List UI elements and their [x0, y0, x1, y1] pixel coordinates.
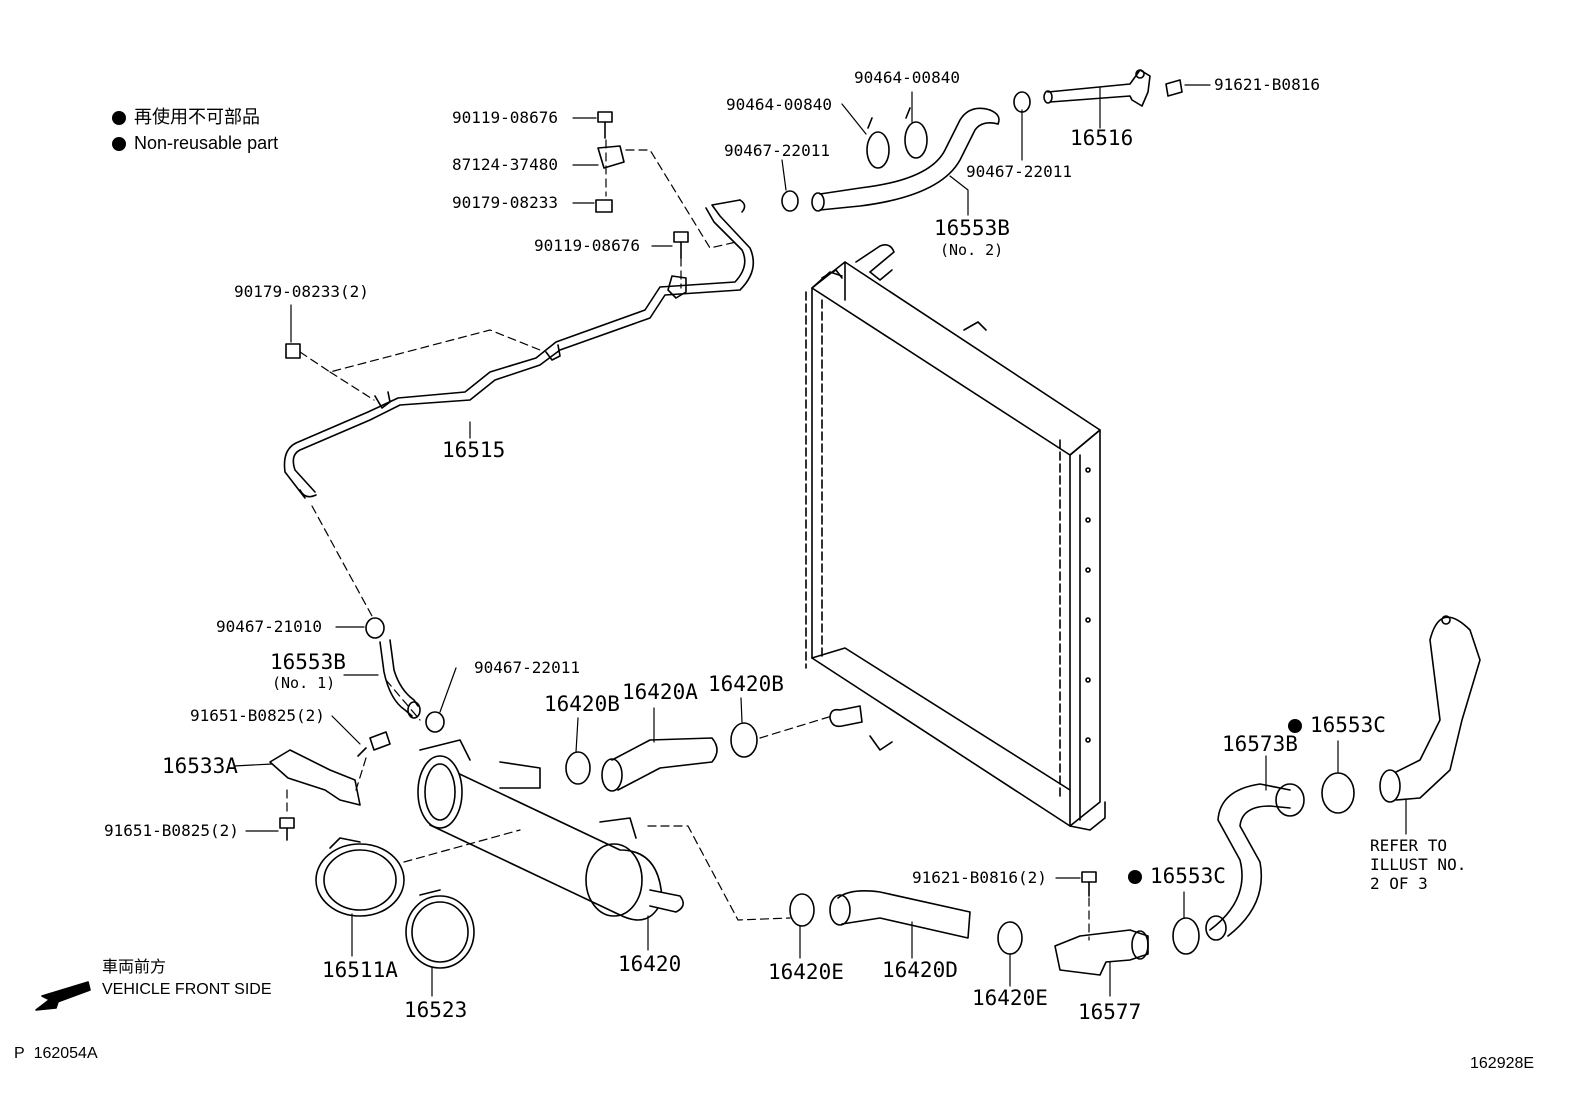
label-16553b-no1-sub: (No. 1)	[272, 674, 336, 692]
label-16553c-a: 16553C	[1288, 715, 1386, 736]
label-91651-b0825-b: 91651-B0825(2)	[104, 821, 239, 840]
footer-left: P 162054A	[14, 1046, 98, 1062]
label-91621-b0816-2: 91621-B0816(2)	[912, 868, 1047, 887]
elbow-16577-drawing	[1054, 929, 1149, 976]
label-90179-08233-2: 90179-08233(2)	[234, 282, 369, 301]
label-16577: 16577	[1078, 1000, 1142, 1024]
direction-en: VEHICLE FRONT SIDE	[102, 981, 272, 998]
direction-jp: 車両前方	[102, 959, 167, 976]
label-16420b-a: 16420B	[544, 692, 620, 716]
hose-16553b-no2-drawing	[811, 107, 1000, 212]
label-16516: 16516	[1070, 126, 1134, 150]
label-16420e-a: 16420E	[768, 960, 844, 984]
refer-line-1: REFER TO	[1370, 836, 1448, 855]
hose-16573b-drawing	[1205, 783, 1305, 941]
legend-en: Non-reusable part	[112, 134, 278, 152]
footer-right-code: 162928E	[1470, 1055, 1535, 1072]
label-16420e-b: 16420E	[972, 986, 1048, 1010]
label-90119-08676-a: 90119-08676	[452, 108, 558, 127]
clamp-drawings	[365, 91, 1355, 955]
label-90464-00840-a: 90464-00840	[854, 68, 960, 87]
label-16420d: 16420D	[882, 958, 958, 982]
label-87124-37480: 87124-37480	[452, 155, 558, 174]
pipe-16515-drawing	[283, 199, 755, 499]
label-90464-00840-b: 90464-00840	[726, 95, 832, 114]
refer-line-3: 2 OF 3	[1370, 874, 1428, 893]
label-16420a: 16420A	[622, 680, 698, 704]
non-reusable-dot-icon	[112, 137, 126, 152]
label-16533a: 16533A	[162, 754, 238, 778]
label-16511a: 16511A	[322, 958, 398, 982]
label-90179-08233-a: 90179-08233	[452, 193, 558, 212]
label-16553b-no1: 16553B	[270, 650, 346, 674]
footer-prefix: P	[14, 1045, 25, 1062]
label-90467-22011-c: 90467-22011	[474, 658, 580, 677]
label-16553c-b: 16553C	[1128, 866, 1226, 887]
footer-left-code: 162054A	[33, 1045, 98, 1062]
refer-line-2: ILLUST NO.	[1370, 855, 1467, 874]
oil-cooler-drawing	[417, 739, 684, 921]
legend-en-text: Non-reusable part	[134, 133, 279, 153]
label-90467-22011-a: 90467-22011	[724, 141, 830, 160]
label-16420b-b: 16420B	[708, 672, 784, 696]
label-16553c-a-text: 16553C	[1310, 713, 1386, 737]
leader-lines	[233, 84, 1407, 997]
hose-16420d-drawing	[829, 890, 971, 939]
hose-16553b-no1-drawing	[379, 639, 421, 719]
label-16420: 16420	[618, 952, 682, 976]
pipe-16516-drawing	[1043, 69, 1151, 107]
non-reusable-dot-icon	[112, 111, 126, 126]
non-reusable-dot-icon	[1288, 719, 1302, 733]
label-91651-b0825-a: 91651-B0825(2)	[190, 706, 325, 725]
label-91621-b0816: 91621-B0816	[1214, 75, 1320, 94]
label-16515: 16515	[442, 438, 506, 462]
dashed-lines	[286, 139, 1090, 941]
label-16523: 16523	[404, 998, 468, 1022]
bracket-drawings	[269, 749, 475, 969]
label-90467-21010: 90467-21010	[216, 617, 322, 636]
non-reusable-dot-icon	[1128, 870, 1142, 884]
hose-right-drawing	[1379, 615, 1481, 803]
front-arrow-drawing	[35, 981, 91, 1011]
label-16553c-b-text: 16553C	[1150, 864, 1226, 888]
radiator-drawing	[805, 244, 1106, 831]
label-16553b-no2-sub: (No. 2)	[940, 241, 1004, 259]
label-16553b-no2: 16553B	[934, 216, 1010, 240]
bolt-drawings	[279, 79, 1183, 897]
legend-jp-text: 再使用不可部品	[134, 107, 260, 127]
label-16573b: 16573B	[1222, 732, 1298, 756]
label-90467-22011-b: 90467-22011	[966, 162, 1072, 181]
legend-jp: 再使用不可部品	[112, 108, 260, 126]
label-90119-08676-b: 90119-08676	[534, 236, 640, 255]
hose-16420a-drawing	[601, 737, 718, 792]
